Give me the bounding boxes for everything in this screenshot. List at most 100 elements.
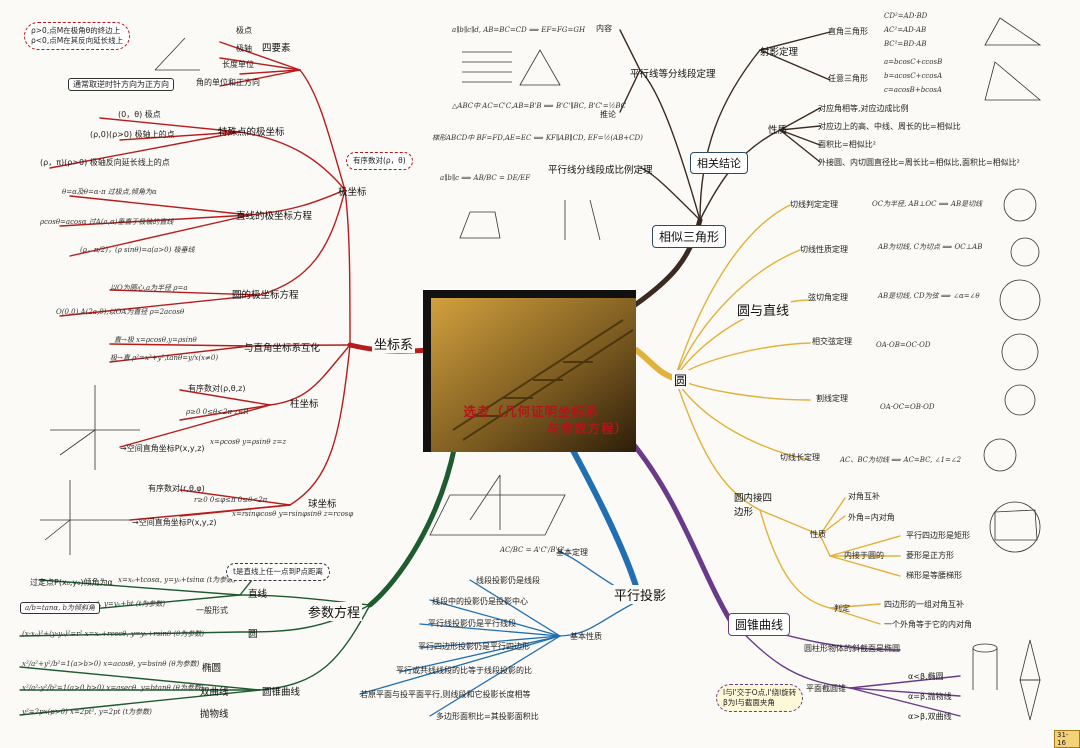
conic-plane: 平面截圆锥 [806, 684, 846, 693]
sph-1: 有序数对(r,θ,φ) [148, 484, 205, 493]
inscribed-quad: 圆内接四边形 [734, 493, 773, 518]
circle-eq-5: AC、BC为切线 ⟹ AC=BC, ∠1=∠2 [840, 456, 962, 464]
sim-props: 性质 [768, 125, 788, 136]
branch-conic [627, 437, 733, 623]
any-eq1: a=bcosC+ccosB [884, 58, 943, 66]
cloud-unique: 有序数对(ρ，θ) [346, 152, 413, 170]
any-tri: 任意三角形 [828, 74, 868, 83]
branch-circle [633, 347, 678, 381]
figures [40, 17, 1042, 721]
branch-label-proj: 平行投影 [612, 585, 669, 604]
proj-5: 平行或共线线段的比等于线段投影的比 [396, 666, 532, 675]
right-eq2: AC²=AD·AB [884, 26, 927, 34]
proj-1: 线段投影仍是线段 [476, 576, 540, 585]
el-axis: 极轴 [236, 44, 252, 53]
branch-label-param: 参数方程 [306, 602, 363, 621]
param-circle-eq: (x-x₀)²+(y-y₀)²=r² x=x₀+rcosθ, y=y₀+rsin… [22, 630, 205, 638]
branch-label-conic: 圆锥曲线 [728, 613, 791, 636]
circle-2: O(0,0),A(2a,0),以OA为直径 ρ=2acosθ [56, 308, 185, 316]
any-eq3: c=acosB+bcosA [884, 86, 942, 94]
sph-2: r≥0 0≤φ≤π 0≤θ<2π [194, 496, 268, 504]
line-title: 直线的极坐标方程 [236, 211, 313, 222]
circle-item-5: 切线长定理 [780, 453, 820, 462]
insc-judge-1: 四边形的一组对角互补 [884, 600, 964, 609]
cyl-4: x=ρcosθ y=ρsinθ z=z [210, 438, 287, 446]
param-line-eq: x=x₀+tcosα, y=y₀+tsinα (t为参数) [118, 576, 236, 584]
cyl-3: →空间直角坐标P(x,y,z) [120, 444, 205, 453]
branch-label-similar: 相似三角形 [652, 225, 727, 248]
line-2: ρcosθ=acosα 过A(a,α)垂直于极轴的直线 [40, 218, 174, 226]
convert-title: 与直角坐标系互化 [244, 343, 321, 354]
el-angle: 角的单位和正方向 [196, 78, 260, 87]
sim-prop-3: 面积比=相似比² [818, 140, 876, 149]
branch-param [367, 442, 458, 608]
branch-proj [567, 442, 643, 603]
conic-note: 圆柱形物体的斜截面是椭圆 [804, 644, 900, 653]
parallel-seg: 平行线等分线段定理 [630, 69, 716, 80]
param-general: 一般形式 [196, 606, 228, 615]
special-1: (0，θ) 极点 [118, 110, 161, 119]
param-conic: 圆锥曲线 [262, 687, 301, 698]
param-parab-eq: y²=2px(p>0) x=2pt², y=2pt (t为参数) [22, 708, 152, 716]
param-circle: 圆 [248, 629, 258, 640]
param-line: 直线 [248, 589, 268, 600]
insc-props: 性质 [810, 530, 826, 539]
convert-1: 直→极 x=ρcosθ,y=ρsinθ [114, 336, 197, 344]
param-hyper: 双曲线 [200, 687, 229, 698]
branch-label-coord: 坐标系 [372, 334, 416, 353]
cloud-rho-note: ρ>0,点M在极角θ的终边上 ρ<0,点M在其反向延长线上 [24, 22, 131, 50]
circle-item-4: 割线定理 [816, 394, 848, 403]
proj-7: 多边形面积比=其投影面积比 [436, 712, 539, 721]
insc-in-1: 平行四边形是矩形 [906, 531, 970, 540]
insc-in-3: 梯形是等腰梯形 [906, 571, 962, 580]
insc-in-2: 菱形是正方形 [906, 551, 954, 560]
sim-eq4: a∥b∥c ⟹ AB/BC = DE/EF [440, 174, 531, 182]
circle-eq-3: OA·OB=OC·OD [876, 341, 931, 349]
circle-1: 以O为圆心,a为半径 ρ=a [110, 284, 188, 292]
cyl-2: ρ≥0 0≤θ<2π z∈R [186, 408, 249, 416]
circle-item-2: 弦切角定理 [808, 293, 848, 302]
proj-3: 平行线投影仍是平行线段 [428, 619, 516, 628]
right-tri: 直角三角形 [828, 27, 868, 36]
proj-basic-eq: AC/BC = A'C'/B'C' [500, 546, 565, 554]
center-title-line2: 与参数方程） [546, 420, 628, 436]
insc-in: 内接于圆的 [844, 551, 884, 560]
circle-title: 圆的极坐标方程 [232, 290, 299, 301]
el-pole: 极点 [236, 26, 252, 35]
proj-2: 线段中的投影仍是投影中心 [432, 597, 528, 606]
content-label: 内容 [596, 24, 612, 33]
proj-6: 若原平面与投平面平行,则线段和它投影长度相等 [360, 690, 531, 699]
circle-item-3: 相交弦定理 [812, 337, 852, 346]
sim-prop-4: 外接圆、内切圆直径比=周长比=相似比,面积比=相似比² [818, 158, 1020, 167]
parallel-prop: 平行线分线段成比例定理 [548, 165, 653, 176]
circle-item-0: 切线判定定理 [790, 200, 838, 209]
inference-label: 推论 [600, 110, 616, 119]
cyl-title: 柱坐标 [290, 399, 319, 410]
cyl-1: 有序数对(ρ,θ,z) [188, 384, 246, 393]
conic-cloud: l与l'交于O点,l'绕l旋转 β为l与截面夹角 [716, 684, 804, 712]
special-2: (ρ,0)(ρ>0) 极轴上的点 [90, 130, 175, 139]
special-title: 特殊点的极坐标 [218, 127, 285, 138]
proj-4: 平行四边形投影仍是平行四边形 [418, 642, 530, 651]
proj-props: 基本性质 [570, 632, 602, 641]
param-ellipse: 椭圆 [202, 663, 222, 674]
sim-prop-2: 对应边上的高、中线、周长的比=相似比 [818, 122, 961, 131]
conic-case-1: α<β,椭圆 [908, 672, 944, 681]
param-a-note: a/b=tanα, b为倾斜角 [20, 602, 101, 615]
circle-eq-2: AB是切线, CD为弦 ⟹ ∠α=∠θ [878, 292, 980, 300]
line-1: θ=α及θ=α-π 过极点,倾角为α [62, 188, 157, 196]
special-3: (ρ，π)(ρ>0) 极轴反向延长线上的点 [40, 158, 170, 167]
four-elements: 四要素 [262, 43, 291, 54]
param-hyper-eq: x²/a²-y²/b²=1(a>0,b>0) x=asecθ, y=btanθ … [22, 684, 204, 692]
param-parab: 抛物线 [200, 709, 229, 720]
insc-prop-2: 外角=内对角 [848, 513, 895, 522]
sim-eq2: △ABC中 AC=C'C,AB=B'B ⟹ B'C'∥BC, B'C'=½BC [452, 102, 626, 110]
usual-direction: 通常取逆时针方向为正方向 [68, 78, 174, 92]
t-note: t是直线上任一点到P点距离 [226, 563, 330, 581]
right-eq3: BC²=BD·AB [884, 40, 927, 48]
circle-item-1: 切线性质定理 [800, 245, 848, 254]
sim-eq1: a∥b∥c∥d, AB=BC=CD ⟹ EF=FG=GH [452, 26, 586, 34]
convert-2: 极→直 ρ²=x²+y²,tanθ=y/x(x≠0) [110, 354, 219, 362]
insc-prop-1: 对角互补 [848, 492, 880, 501]
branch-label-circle-short: 圆 [672, 370, 690, 389]
